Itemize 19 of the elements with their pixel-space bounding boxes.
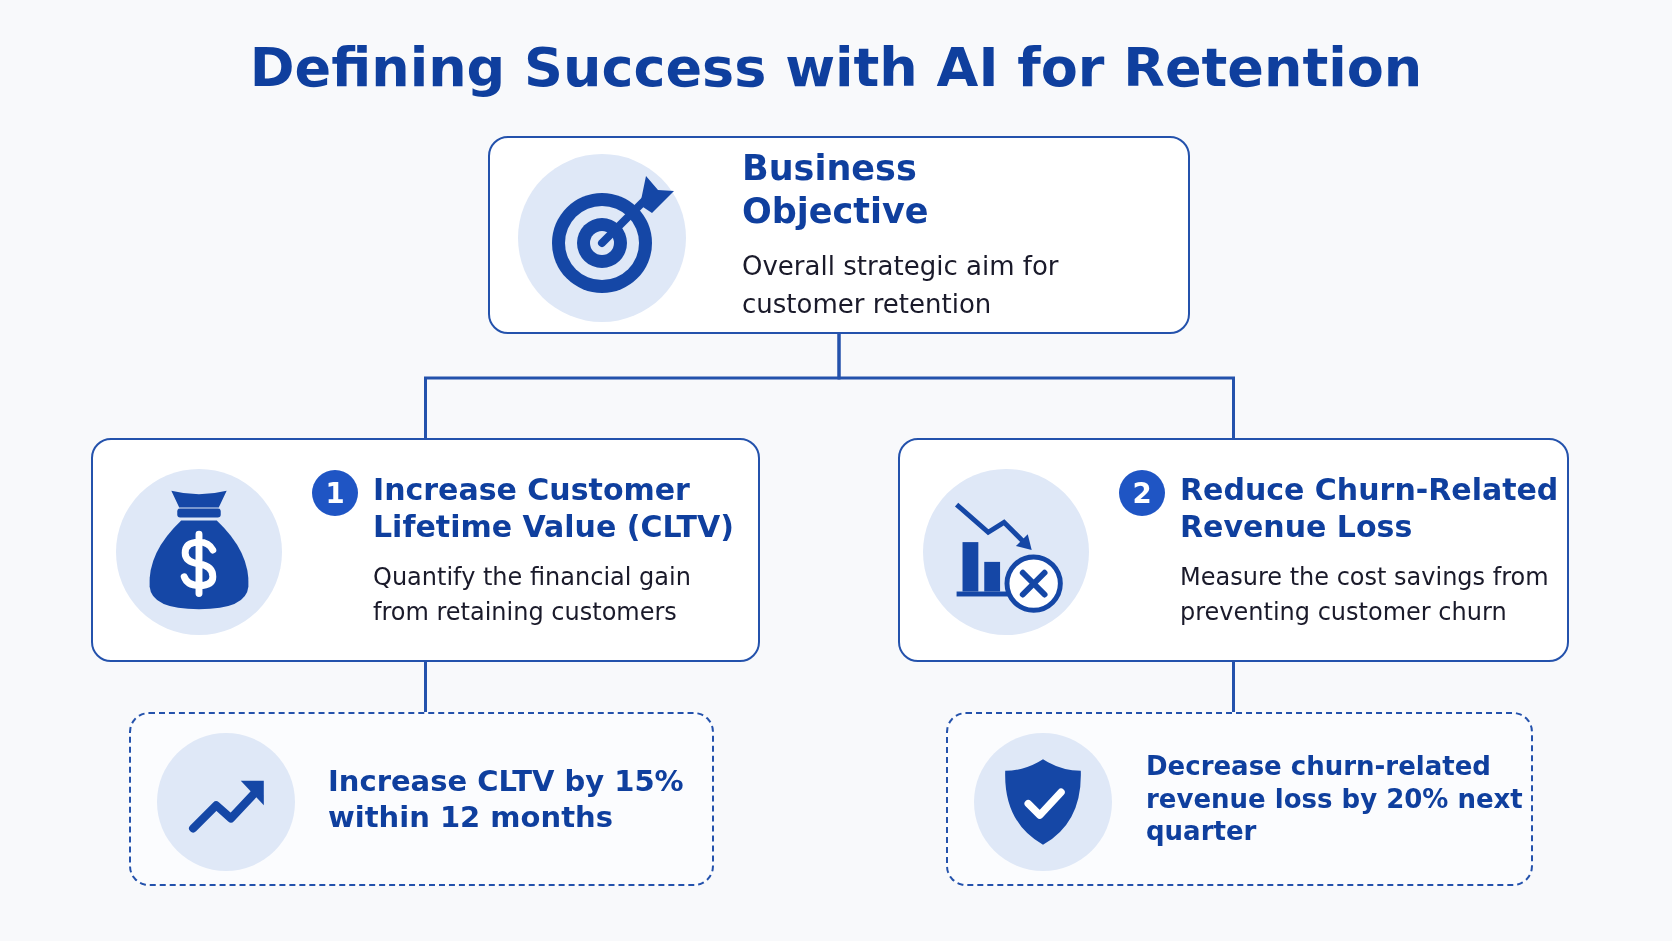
objective-card (898, 438, 1569, 662)
connector-line (1232, 662, 1235, 712)
card-description: Measure the cost savings from preventing customer churn (1180, 561, 1550, 628)
card-heading: Reduce Churn-Related Revenue Loss (1180, 470, 1560, 546)
target-text: Increase CLTV by 15% within 12 months (328, 762, 685, 836)
objective-card (488, 136, 1190, 334)
target-card (946, 712, 1533, 886)
card-description: Overall strategic aim for customer retention (742, 250, 1060, 321)
connector-line (424, 662, 427, 712)
title: Defining Success with AI for Retention (249, 36, 1423, 99)
card-description: Quantify the financial gain from retaining customers (373, 561, 692, 628)
target-card (129, 712, 714, 886)
card-heading: Increase Customer Lifetime Value (CLTV) (373, 470, 735, 546)
number-badge: 2 (1119, 470, 1165, 516)
number-badge: 1 (312, 470, 358, 516)
target-text: Decrease churn-related revenue loss by 20% next quarter (1146, 750, 1524, 848)
connector-line (837, 334, 1235, 438)
objective-card (91, 438, 760, 662)
card-heading: Business Objective (742, 146, 930, 234)
